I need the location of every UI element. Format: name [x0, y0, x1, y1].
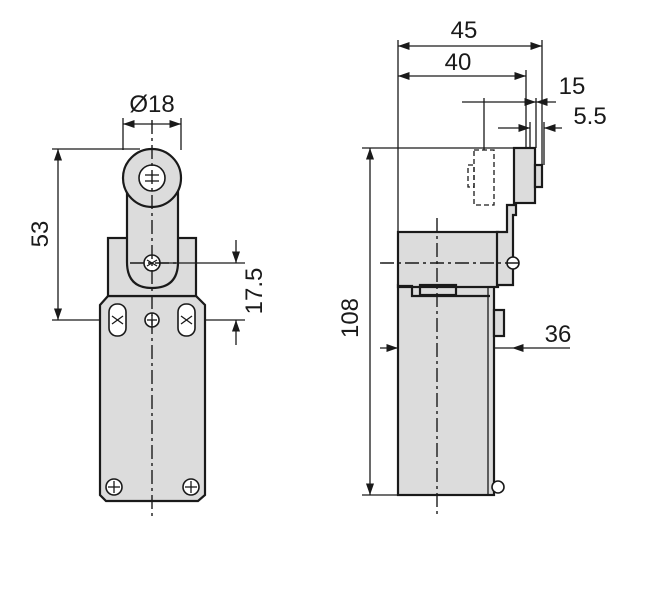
dim-body-height: 36 [545, 321, 572, 348]
front-view: Ø18 53 17.5 [27, 91, 268, 520]
dim-pivot-offset: 17.5 [241, 268, 268, 315]
side-bottom-screw [491, 480, 505, 494]
side-view: 45 40 15 5.5 108 36 [337, 17, 607, 518]
side-tab [492, 308, 506, 338]
dim-total-height: 108 [337, 298, 364, 338]
side-roller [512, 146, 537, 205]
side-lever-bracket [495, 203, 518, 287]
side-body [396, 283, 496, 497]
dim-roller-thickness: 5.5 [573, 103, 606, 130]
dim-roller-diameter: Ø18 [129, 91, 174, 118]
side-hidden-roller [473, 149, 495, 206]
dim-roller-offset: 15 [559, 73, 586, 100]
dim-total-width: 45 [451, 17, 478, 44]
side-head [396, 230, 500, 289]
dim-body-width: 40 [445, 49, 472, 76]
dim-lever-height: 53 [27, 221, 54, 248]
